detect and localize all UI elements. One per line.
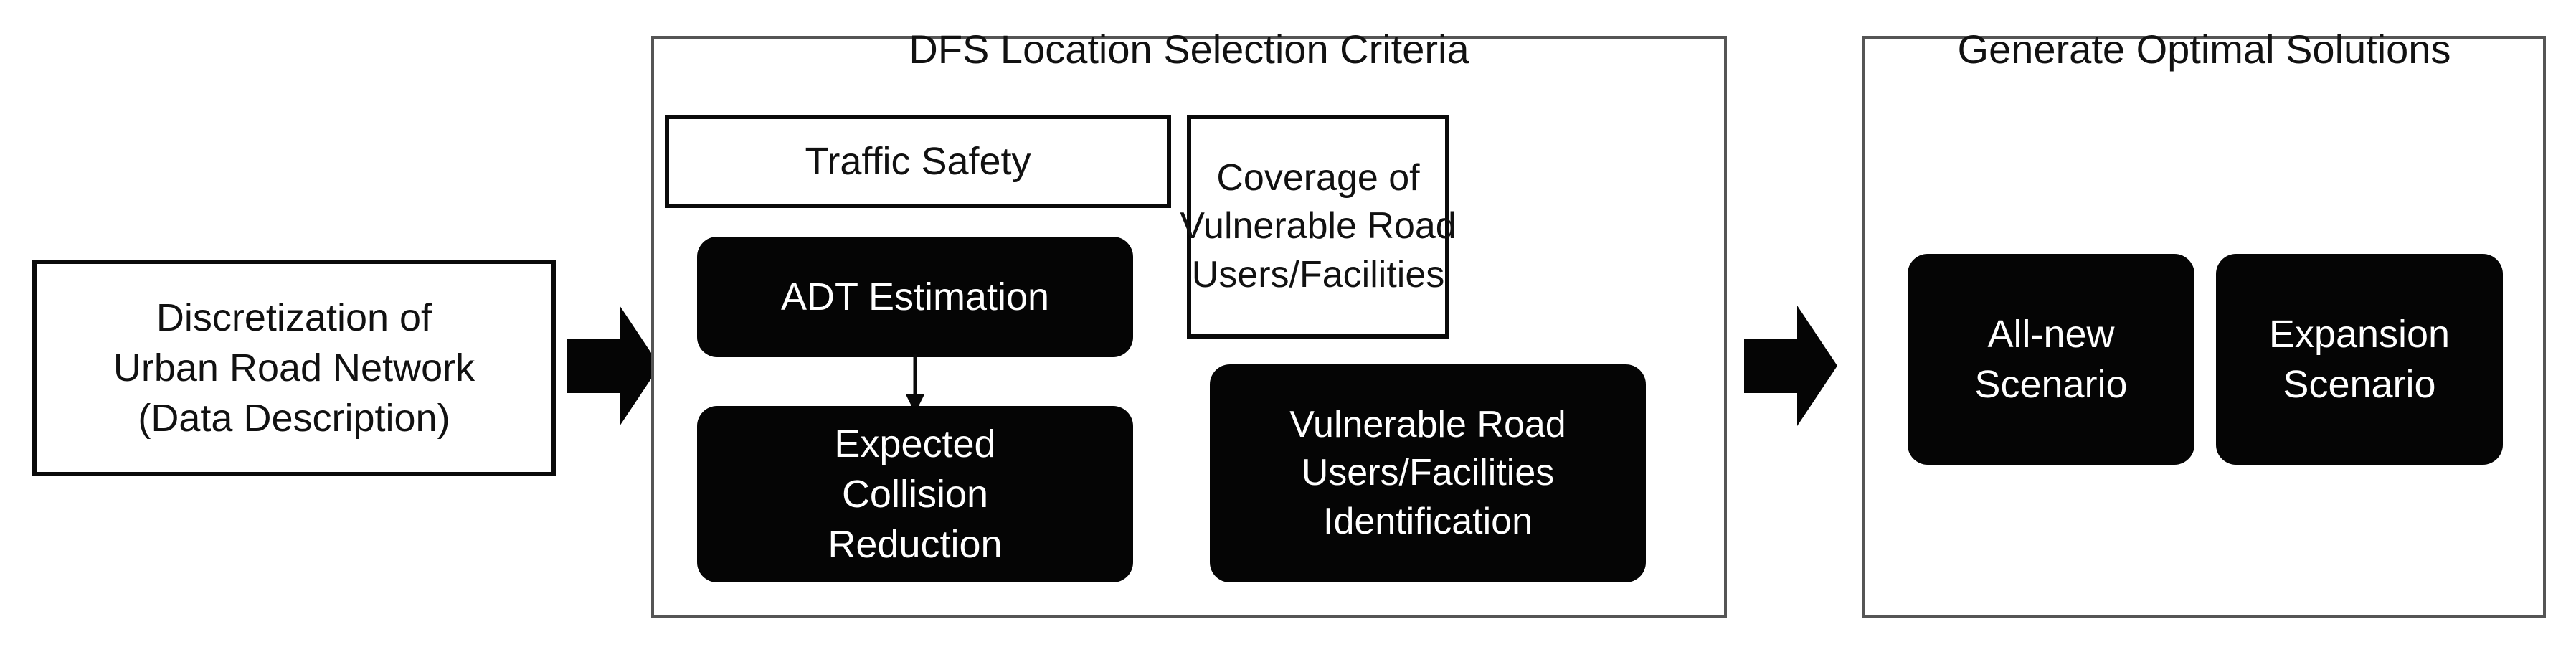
node-vru-line-3: Identification bbox=[1323, 500, 1533, 542]
node-expansion-line-2: Scenario bbox=[2283, 363, 2436, 406]
panel-criteria-title: DFS Location Selection Criteria bbox=[909, 27, 1469, 72]
node-coverage-line-2: Vulnerable Road bbox=[1180, 205, 1457, 247]
node-coverage-label: Coverage of Vulnerable Road Users/Facili… bbox=[1180, 154, 1456, 300]
node-adt-estimation[interactable]: ADT Estimation bbox=[697, 237, 1133, 357]
node-discretization-line-1: Discretization of bbox=[156, 296, 432, 339]
node-vru-line-2: Users/Facilities bbox=[1301, 452, 1555, 494]
node-all-new-line-2: Scenario bbox=[1974, 363, 2128, 406]
node-all-new-line-1: All-new bbox=[1987, 312, 2115, 356]
node-traffic-safety[interactable]: Traffic Safety bbox=[665, 115, 1171, 208]
node-ecr-line-1: Expected bbox=[834, 422, 996, 465]
node-expansion-line-1: Expansion bbox=[2268, 312, 2450, 356]
node-ecr-line-3: Reduction bbox=[828, 523, 1003, 567]
node-discretization-line-3: (Data Description) bbox=[138, 397, 450, 440]
node-traffic-safety-label: Traffic Safety bbox=[805, 139, 1031, 183]
arrow-step2-to-step3-icon bbox=[1744, 306, 1837, 426]
node-expansion-scenario-label: Expansion Scenario bbox=[2269, 309, 2450, 410]
node-expected-collision-reduction[interactable]: Expected Collision Reduction bbox=[697, 406, 1133, 582]
node-vru-identification-label: Vulnerable Road Users/Facilities Identif… bbox=[1289, 401, 1566, 547]
node-discretization[interactable]: Discretization of Urban Road Network (Da… bbox=[32, 260, 556, 476]
node-adt-estimation-label: ADT Estimation bbox=[780, 275, 1050, 318]
node-vru-line-1: Vulnerable Road bbox=[1289, 403, 1566, 445]
node-coverage-line-1: Coverage of bbox=[1216, 156, 1420, 199]
node-coverage-line-3: Users/Facilities bbox=[1191, 253, 1445, 296]
node-expansion-scenario[interactable]: Expansion Scenario bbox=[2216, 254, 2503, 465]
node-discretization-line-2: Urban Road Network bbox=[113, 346, 475, 389]
arrow-step1-to-step2-icon bbox=[567, 306, 660, 426]
node-expected-collision-reduction-label: Expected Collision Reduction bbox=[828, 419, 1002, 570]
node-vulnerable-road-users-facilities-identification[interactable]: Vulnerable Road Users/Facilities Identif… bbox=[1210, 364, 1646, 582]
node-discretization-label: Discretization of Urban Road Network (Da… bbox=[113, 293, 475, 444]
panel-solutions-title: Generate Optimal Solutions bbox=[1957, 27, 2451, 72]
node-all-new-scenario[interactable]: All-new Scenario bbox=[1908, 254, 2194, 465]
node-coverage-of-vulnerable-road-users-facilities[interactable]: Coverage of Vulnerable Road Users/Facili… bbox=[1180, 115, 1457, 339]
node-all-new-scenario-label: All-new Scenario bbox=[1974, 309, 2127, 410]
node-ecr-line-2: Collision bbox=[841, 472, 989, 516]
arrow-adt-to-expected-collision-reduction-icon bbox=[906, 354, 924, 413]
